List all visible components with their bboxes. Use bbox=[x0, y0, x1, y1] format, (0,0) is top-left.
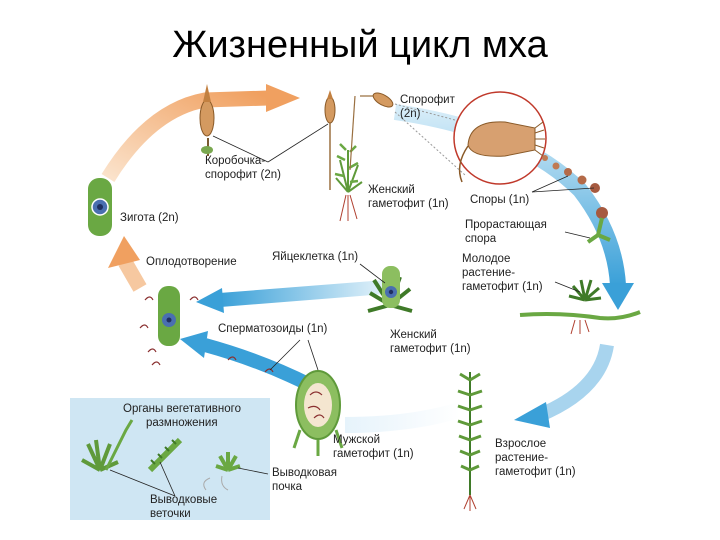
label-sporophyte: Спорофит bbox=[400, 94, 456, 106]
cycle-arrows bbox=[101, 84, 634, 433]
arrow-fertilization-to-zygote bbox=[118, 258, 147, 292]
label-zygote: Зигота (2n) bbox=[120, 212, 179, 224]
label-adult-3: гаметофит (1n) bbox=[495, 466, 576, 478]
label-fertilization: Оплодотворение bbox=[146, 256, 237, 268]
label-sperm: Сперматозоиды (1n) bbox=[218, 323, 328, 335]
label-adult-2: растение- bbox=[495, 452, 548, 464]
label-germ-spore-2: спора bbox=[465, 233, 497, 245]
arrow-zygote-to-sporophyte bbox=[101, 90, 269, 182]
label-female-top-2: гаметофит (1n) bbox=[368, 198, 449, 210]
label-adult: Взрослое bbox=[495, 438, 546, 450]
label-female-mid-2: гаметофит (1n) bbox=[390, 343, 471, 355]
label-brood-branches-2: веточки bbox=[150, 508, 191, 520]
label-young-3: гаметофит (1n) bbox=[462, 281, 543, 293]
label-sporophyte-ploidy: (2n) bbox=[400, 108, 421, 120]
female-gametophyte-egg bbox=[359, 263, 413, 313]
arrowhead-blue-right bbox=[602, 283, 634, 310]
spore-capsule-magnified bbox=[372, 91, 547, 185]
label-organs-2: размножения bbox=[146, 417, 218, 429]
label-young-2: растение- bbox=[462, 267, 515, 279]
adult-gametophyte bbox=[457, 372, 483, 511]
fertilization-illustration bbox=[139, 286, 237, 366]
arrowhead-orange-top bbox=[266, 84, 300, 112]
label-female-top: Женский bbox=[368, 184, 415, 196]
arrowhead-light-blue bbox=[514, 402, 550, 428]
young-gametophyte bbox=[519, 279, 641, 335]
arrowhead-blue-lower bbox=[180, 331, 208, 358]
spores-dots bbox=[531, 155, 600, 193]
label-brood-bud: Выводковая bbox=[272, 467, 337, 479]
arrow-young-to-adult bbox=[537, 343, 614, 422]
label-spores: Споры (1n) bbox=[470, 194, 529, 206]
label-capsule-2: спорофит (2n) bbox=[205, 169, 281, 181]
label-egg: Яйцеклетка (1n) bbox=[272, 251, 358, 263]
female-gametophyte-with-sporophyte bbox=[324, 90, 380, 222]
arrow-adult-to-male bbox=[344, 402, 463, 433]
vegetative-reproduction-inset bbox=[70, 398, 270, 520]
label-female-mid: Женский bbox=[390, 329, 437, 341]
zygote-illustration bbox=[88, 178, 112, 236]
capsule-sporophyte-illustration bbox=[199, 84, 215, 156]
label-brood-branches: Выводковые bbox=[150, 494, 217, 506]
arrowhead-blue-mid bbox=[196, 288, 224, 313]
arrowhead-orange-left bbox=[108, 236, 140, 268]
label-male-2: гаметофит (1n) bbox=[333, 448, 414, 460]
arrow-sperm-to-fertilization bbox=[203, 338, 314, 392]
labels: Спорофит (2n) Коробочка- спорофит (2n) Ж… bbox=[120, 94, 576, 520]
label-germ-spore: Прорастающая bbox=[465, 219, 547, 231]
label-organs: Органы вегетативного bbox=[123, 403, 241, 415]
label-young: Молодое bbox=[462, 253, 510, 265]
label-capsule: Коробочка- bbox=[205, 155, 265, 167]
label-brood-bud-2: почка bbox=[272, 481, 303, 493]
page-title: Жизненный цикл мха bbox=[172, 24, 548, 66]
label-male: Мужской bbox=[333, 434, 380, 446]
arrow-egg-to-fertilization bbox=[219, 280, 386, 307]
germinating-spore bbox=[564, 207, 611, 244]
male-gametophyte bbox=[264, 339, 344, 456]
capsule-leader-lines bbox=[212, 123, 329, 163]
